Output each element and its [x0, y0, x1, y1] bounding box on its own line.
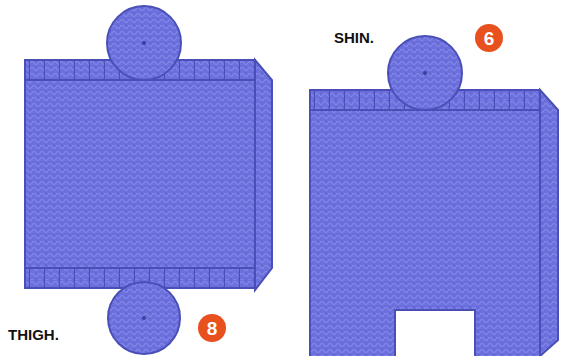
side-flap — [255, 60, 272, 290]
end-cap — [108, 282, 180, 354]
callout-number: 6 — [484, 29, 495, 48]
end-cap — [388, 36, 462, 110]
thigh-panel — [25, 80, 255, 268]
shin-piece — [310, 36, 558, 356]
part-name: SHIN. — [334, 30, 374, 45]
callout-number: 8 — [207, 319, 218, 338]
thigh-piece — [25, 6, 272, 354]
callout-badge — [475, 24, 503, 52]
part-name: THIGH. — [8, 327, 59, 342]
end-cap — [107, 6, 181, 80]
shin-panel — [310, 110, 540, 356]
side-flap — [540, 90, 558, 356]
callout-badge — [198, 314, 226, 342]
